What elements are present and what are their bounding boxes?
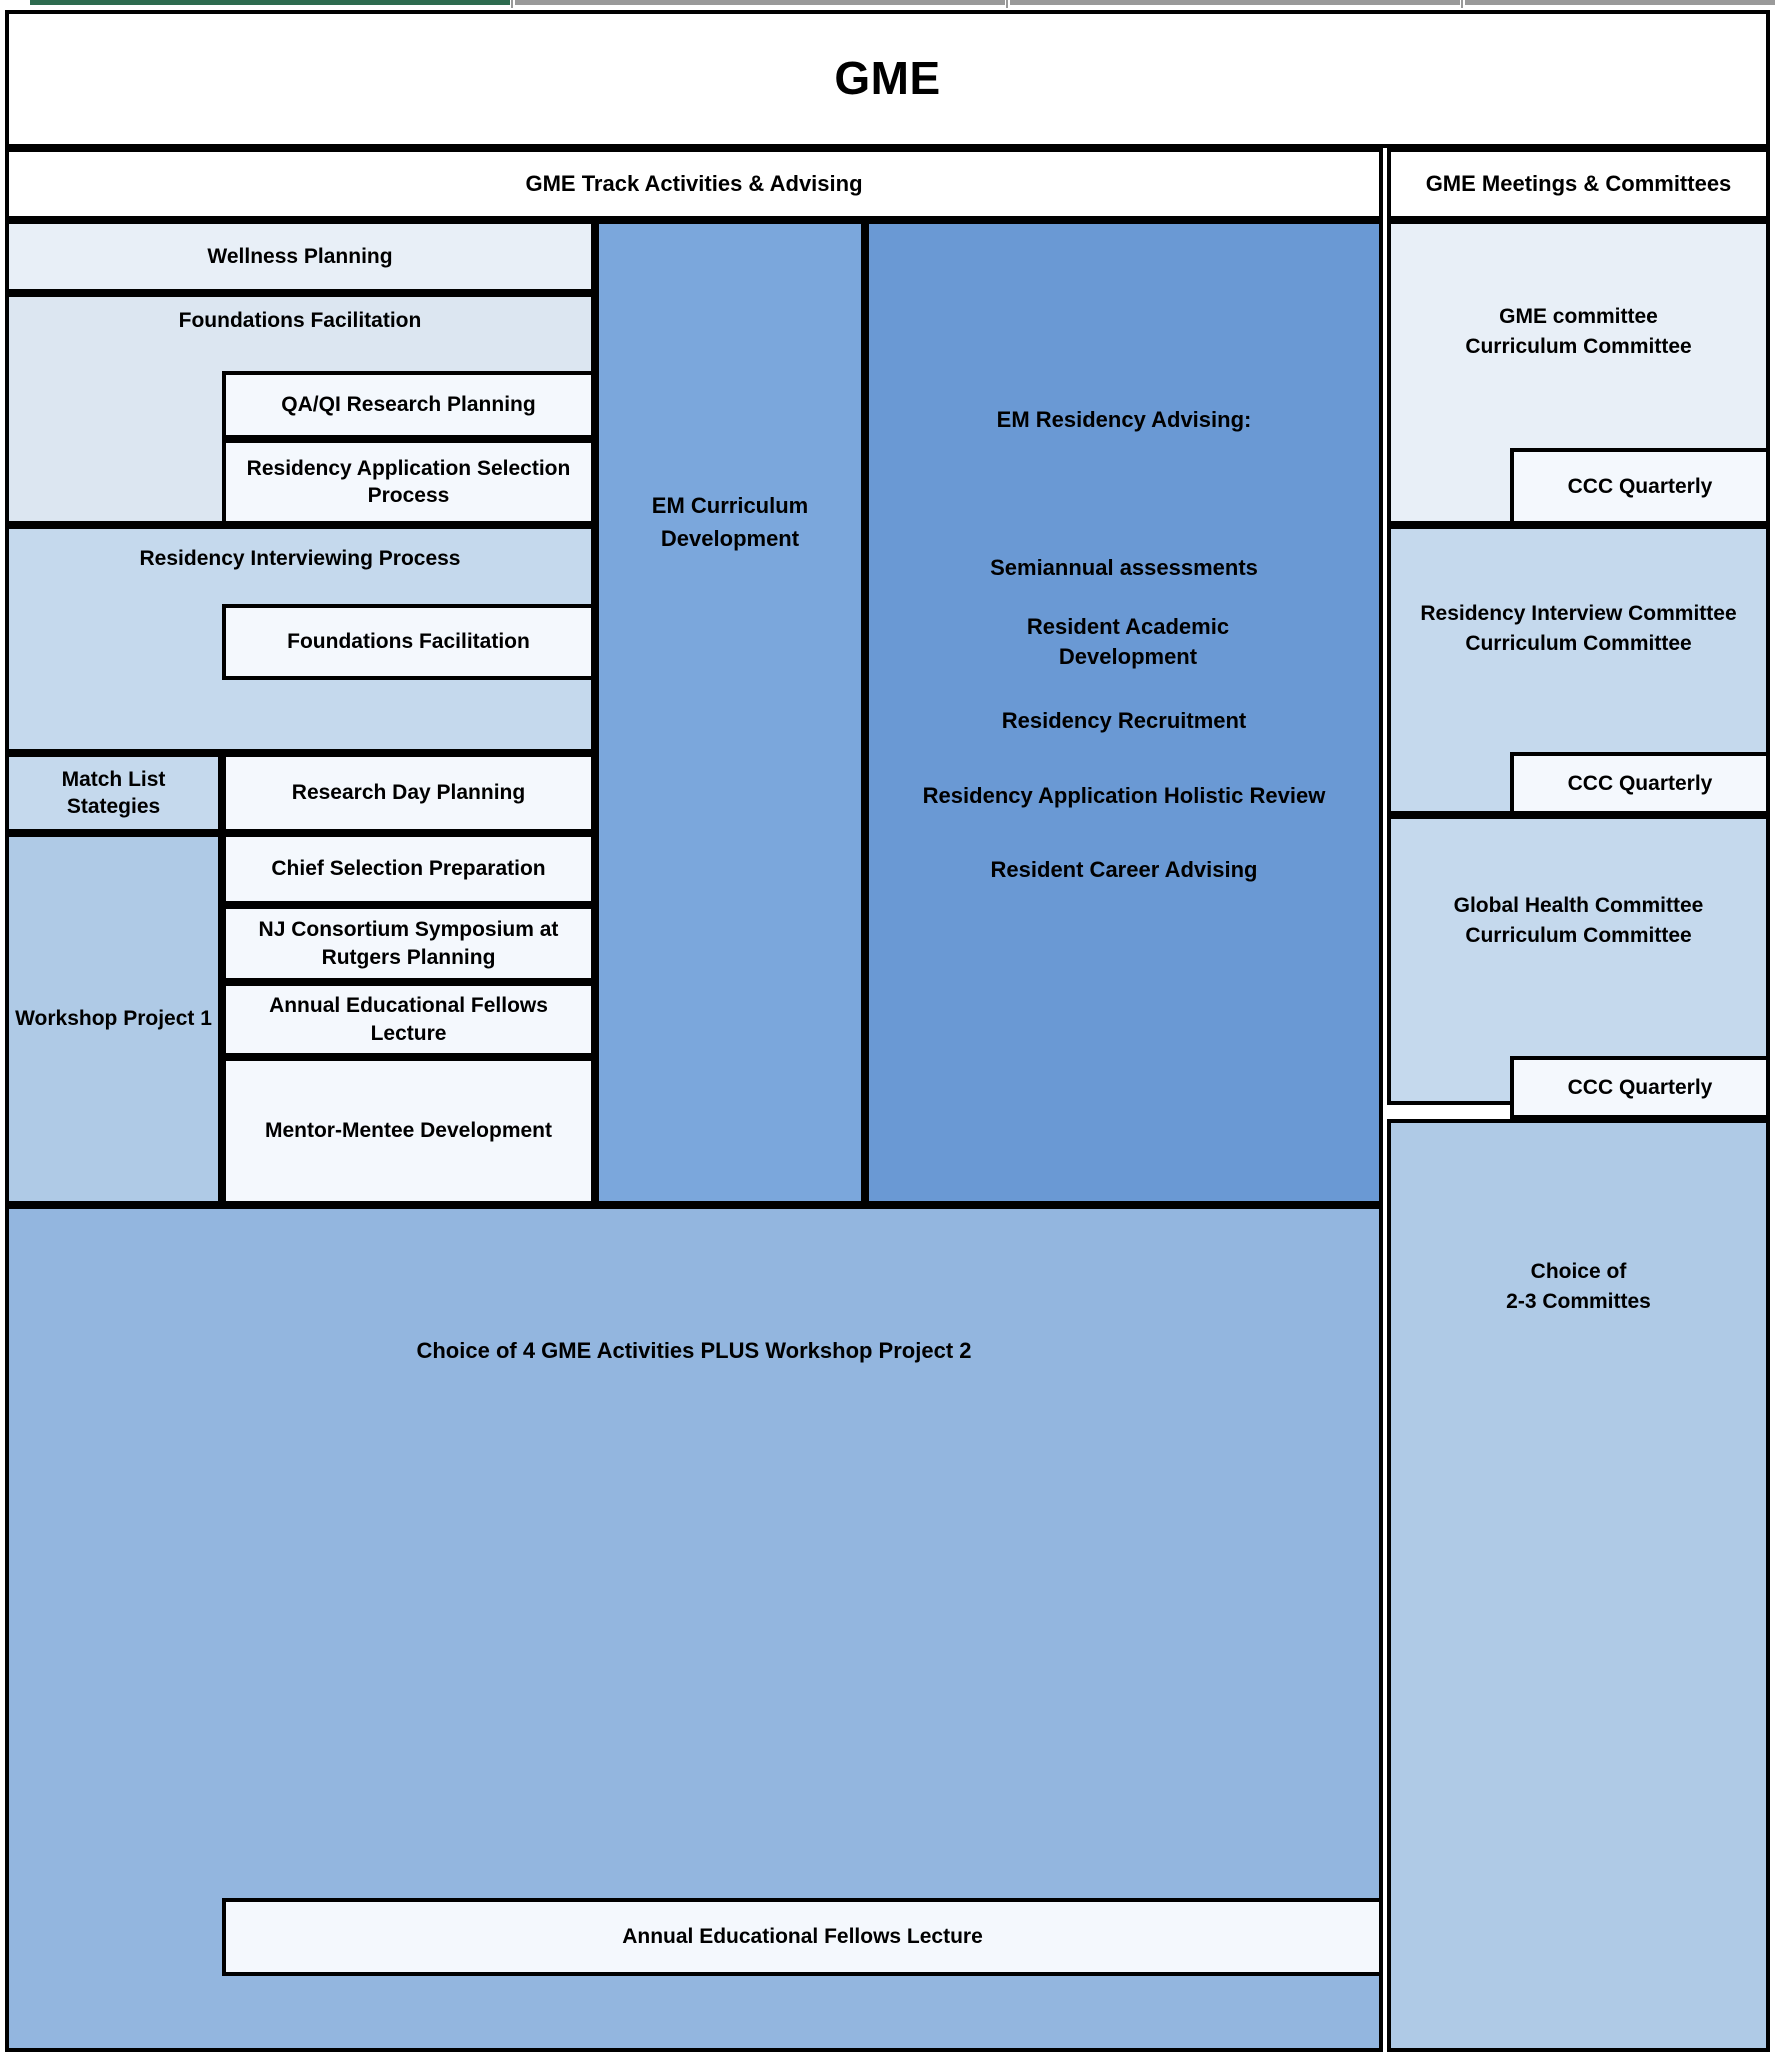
advising-item-holistic-review: Residency Application Holistic Review: [922, 783, 1326, 808]
activity-residency-application-selection[interactable]: Residency Application Selection Process: [222, 439, 595, 525]
activity-research-day-planning[interactable]: Research Day Planning: [222, 753, 595, 833]
advising-item-resident-career-advising: Resident Career Advising: [990, 857, 1258, 882]
advising-item-semiannual-assessments: Semiannual assessments: [990, 555, 1258, 580]
page-title: GME: [5, 10, 1770, 148]
strip-tick-1: [511, 0, 513, 8]
activity-match-list-strategies[interactable]: Match List Stategies: [5, 753, 222, 833]
activity-qaqi-research-planning[interactable]: QA/QI Research Planning: [222, 371, 595, 439]
strip-segment-2: [1010, 0, 1460, 5]
em-residency-advising-panel[interactable]: EM Residency Advising: Semiannual assess…: [865, 220, 1383, 1205]
strip-segment-3: [1465, 0, 1775, 5]
committee-choice-panel[interactable]: Choice of 2-3 Committes: [1387, 1119, 1770, 2052]
activity-nj-consortium-symposium[interactable]: NJ Consortium Symposium at Rutgers Plann…: [222, 905, 595, 982]
spreadsheet-edge-strip: [0, 0, 1775, 8]
strip-segment-green: [30, 0, 510, 5]
strip-segment-1: [515, 0, 1005, 5]
activity-wellness-planning[interactable]: Wellness Planning: [5, 220, 595, 293]
activity-annual-educational-fellows-lecture[interactable]: Annual Educational Fellows Lecture: [222, 982, 595, 1057]
activity-workshop-project-1[interactable]: Workshop Project 1: [5, 833, 222, 1205]
activity-residency-interviewing-label: Residency Interviewing Process: [139, 547, 461, 570]
advising-item-resident-academic-development: Resident Academic Development: [1026, 614, 1230, 669]
activity-foundations-facilitation-label: Foundations Facilitation: [178, 309, 422, 332]
committee-group-global-health-label: Global Health Committee Curriculum Commi…: [1453, 894, 1704, 948]
activity-mentor-mentee-development[interactable]: Mentor-Mentee Development: [222, 1057, 595, 1205]
committee-ccc-quarterly-1[interactable]: CCC Quarterly: [1510, 448, 1770, 525]
activity-chief-selection-preparation[interactable]: Chief Selection Preparation: [222, 833, 595, 905]
bottom-choice-label: Choice of 4 GME Activities PLUS Workshop…: [416, 1338, 972, 1363]
committee-group-residency-interview-label: Residency Interview Committee Curriculum…: [1420, 602, 1737, 656]
em-residency-advising-heading: EM Residency Advising:: [996, 407, 1252, 432]
strip-tick-2: [1006, 0, 1008, 8]
activity-em-curriculum-development-label: EM Curriculum Development: [651, 493, 809, 551]
bottom-annual-educational-fellows-lecture[interactable]: Annual Educational Fellows Lecture: [222, 1898, 1383, 1976]
committee-ccc-quarterly-2[interactable]: CCC Quarterly: [1510, 752, 1770, 815]
committee-group-gme-label: GME committee Curriculum Committee: [1465, 305, 1692, 359]
advising-item-residency-recruitment: Residency Recruitment: [1001, 708, 1247, 733]
column-header-meetings-committees: GME Meetings & Committees: [1387, 148, 1770, 220]
activity-foundations-facilitation-2[interactable]: Foundations Facilitation: [222, 604, 595, 680]
committee-choice-label: Choice of 2-3 Committes: [1506, 1260, 1651, 1314]
committee-ccc-quarterly-3[interactable]: CCC Quarterly: [1510, 1056, 1770, 1119]
activity-em-curriculum-development[interactable]: EM Curriculum Development: [595, 220, 865, 1205]
strip-tick-3: [1461, 0, 1463, 8]
column-header-track-activities: GME Track Activities & Advising: [5, 148, 1383, 220]
